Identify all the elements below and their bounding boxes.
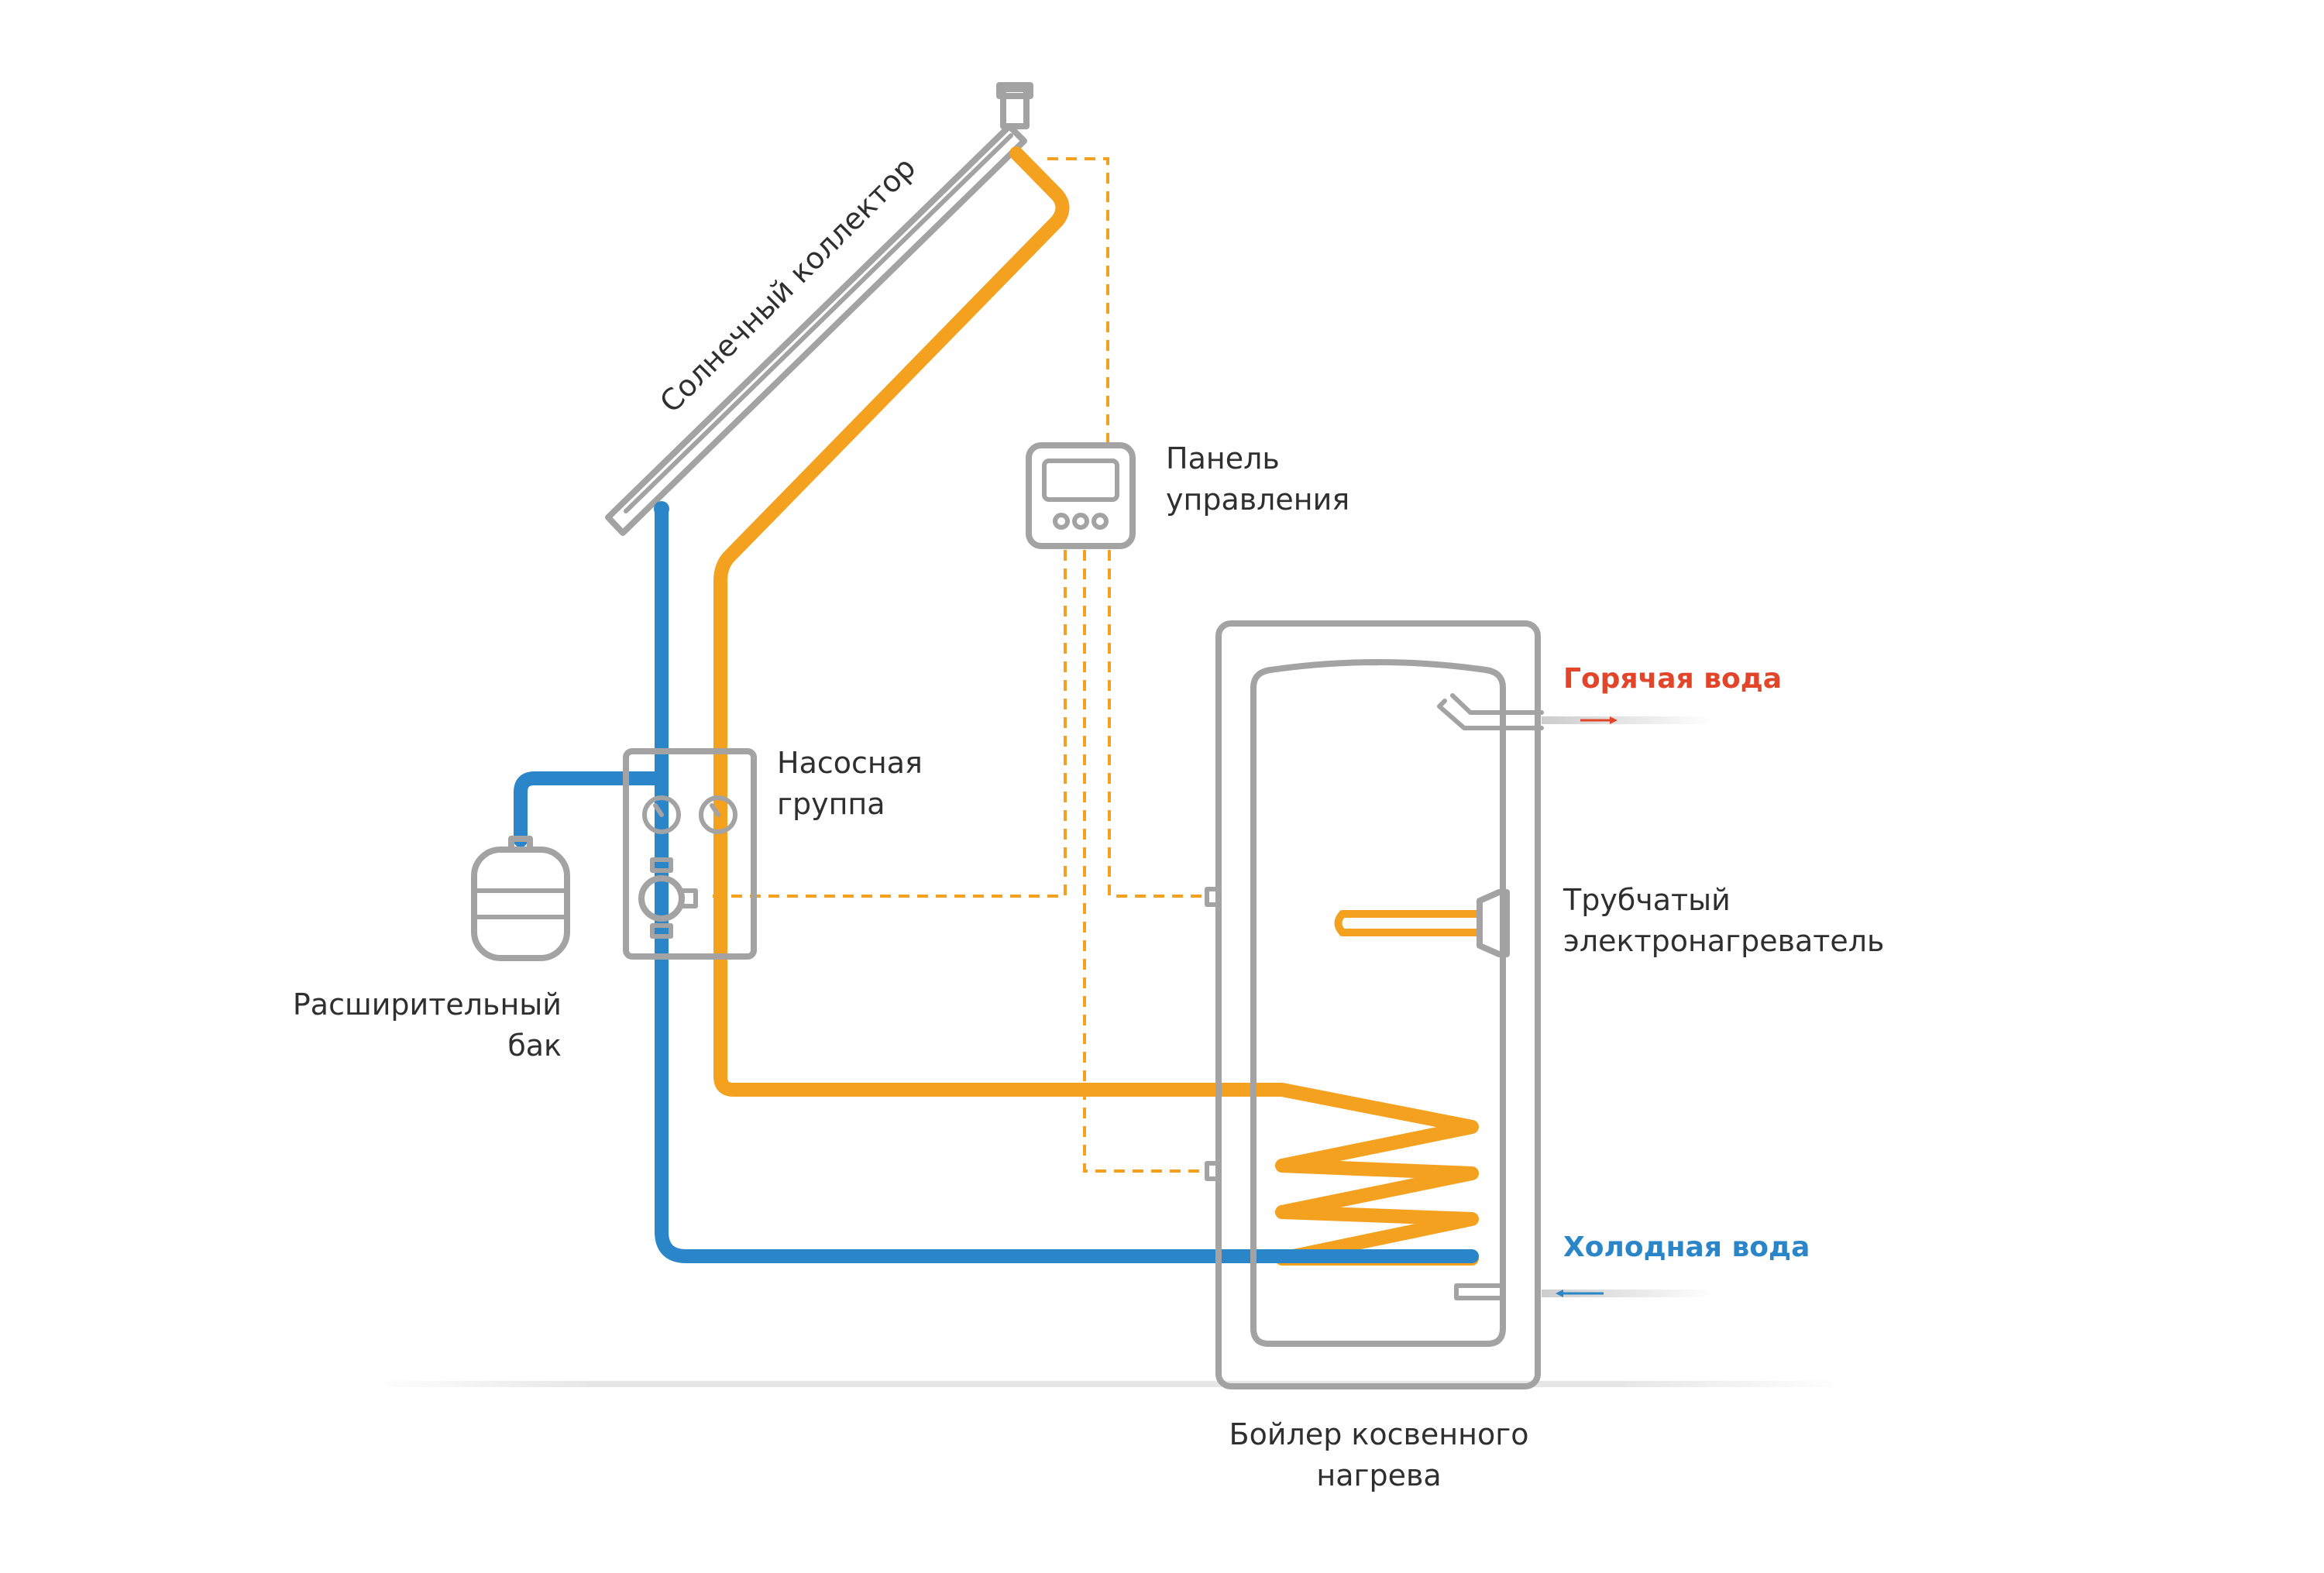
expansion-tank-label-line1: Расширительный [293,987,562,1022]
ground-line [372,1381,1844,1387]
heater-label-line1: Трубчатый [1563,883,1731,917]
expansion-tank-label-line2: бак [507,1029,562,1063]
expansion-tank-pipe [514,771,669,847]
pump-group-label-line2: группа [777,787,885,821]
pump-group [623,748,757,960]
solar-collector-label: Солнечный коллектор [653,150,922,419]
hot-water-outlet [1542,716,1712,724]
solar-collector [605,82,1033,536]
boiler [1205,620,1544,1389]
hot-water-label: Горячая вода [1563,663,1782,695]
control-wiring [705,157,1207,1173]
cold-water-inlet [1542,1290,1712,1297]
cold-water-label: Холодная вода [1563,1231,1810,1263]
tubular-electric-heater [1334,889,1510,957]
cold-pipe [655,502,1479,1263]
control-panel-label-line2: управления [1166,483,1349,517]
heater-label-line2: электронагреватель [1563,924,1884,958]
expansion-tank [471,836,570,961]
control-panel-label-line1: Панель [1166,441,1280,476]
cold-pipe-end [654,501,669,517]
control-panel [1026,442,1136,549]
pump-group-label-line1: Насосная [777,746,923,780]
hot-pipe [713,146,1479,1266]
boiler-label-line2: нагрева [1316,1458,1441,1492]
boiler-label-line1: Бойлер косвенного [1229,1417,1529,1451]
